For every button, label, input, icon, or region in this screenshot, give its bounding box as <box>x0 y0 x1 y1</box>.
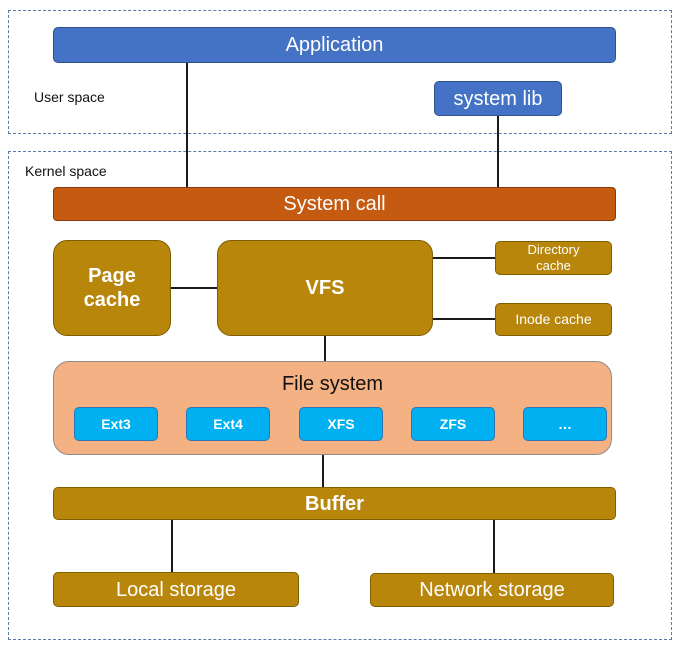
vfs-to-inode-cache-connector <box>433 318 496 320</box>
buffer-box: Buffer <box>53 487 616 520</box>
vfs-box: VFS <box>217 240 433 336</box>
filesystem-zfs: ZFS <box>411 407 495 441</box>
system-call-box: System call <box>53 187 616 221</box>
buffer-to-network-storage-connector <box>493 520 495 573</box>
local-storage-box: Local storage <box>53 572 299 607</box>
user-space-label: User space <box>34 89 105 105</box>
page-cache-box: Page cache <box>53 240 171 336</box>
filesystem-more: … <box>523 407 607 441</box>
page-cache-to-vfs-connector <box>171 287 218 289</box>
system-lib-to-system-call-connector <box>497 116 499 187</box>
vfs-to-file-system-connector <box>324 336 326 362</box>
kernel-space-region <box>8 151 672 640</box>
inode-cache-box: Inode cache <box>495 303 612 336</box>
network-storage-box: Network storage <box>370 573 614 607</box>
filesystem-ext3: Ext3 <box>74 407 158 441</box>
user-space-region <box>8 10 672 134</box>
directory-cache-box: Directory cache <box>495 241 612 275</box>
filesystem-ext4: Ext4 <box>186 407 270 441</box>
system-lib-box: system lib <box>434 81 562 116</box>
filesystem-xfs: XFS <box>299 407 383 441</box>
kernel-space-label: Kernel space <box>25 163 107 179</box>
file-system-to-buffer-connector <box>322 455 324 487</box>
application-box: Application <box>53 27 616 63</box>
buffer-to-local-storage-connector <box>171 520 173 573</box>
vfs-to-directory-cache-connector <box>433 257 496 259</box>
application-to-system-call-connector <box>186 62 188 187</box>
